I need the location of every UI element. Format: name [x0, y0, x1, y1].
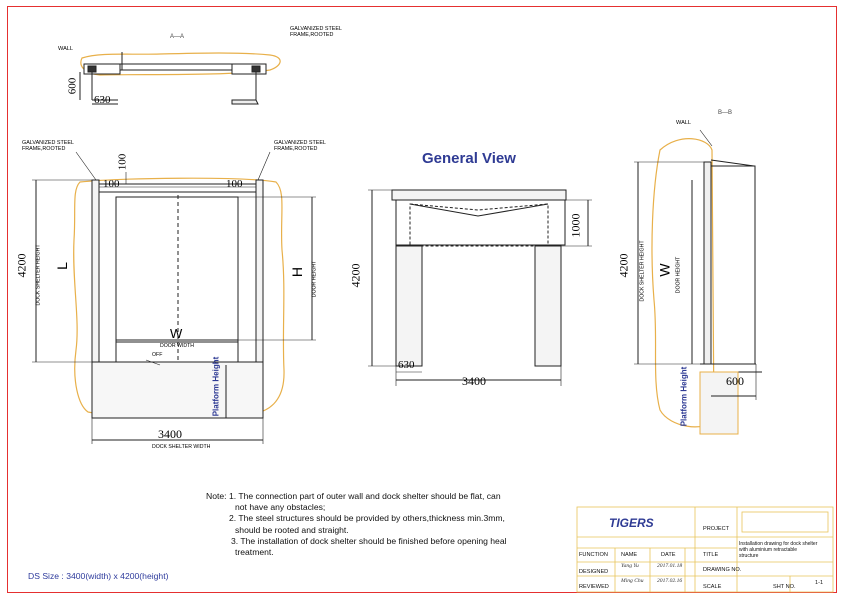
logo: TIGERS [609, 516, 654, 530]
wall-label-aa: WALL [58, 46, 74, 52]
section-bb-label: B—B [718, 110, 733, 116]
w-symbol-side: W [656, 263, 673, 277]
note-prefix: Note: [206, 491, 227, 501]
date-label: DATE [661, 552, 676, 558]
galv-label-fr-line1: GALVANIZED STEEL [274, 140, 326, 146]
dim-100-left: 100 [103, 178, 120, 190]
title-text-2: with aluminium retractable [739, 546, 798, 553]
drawing-no-label: DRAWING NO. [703, 567, 742, 573]
galv-label-front-right: GALVANIZED STEEL FRAME,ROOTED [274, 140, 326, 153]
galv-label-fr-line2: FRAME,ROOTED [274, 146, 318, 153]
ds-size: DS Size : 3400(width) x 4200(height) [28, 571, 169, 581]
title-text: Installation drawing for dock shelter wi… [739, 541, 818, 559]
door-height-label-side: DOOR HEIGHT [675, 256, 682, 294]
side-elevation [634, 129, 762, 435]
dim-600-aa: 600 [66, 77, 79, 95]
note-1b: not have any obstacles; [235, 502, 326, 513]
w-symbol-front: W [170, 326, 183, 341]
scale-label: SCALE [703, 584, 722, 590]
dim-100-vertical: 100 [116, 153, 129, 171]
note-1: 1. The connection part of outer wall and… [228, 491, 501, 501]
name-label: NAME [621, 552, 638, 558]
sht-no: 1-1 [815, 580, 824, 586]
dim-4200-front: 4200 [14, 253, 29, 278]
off-label: OFF [152, 352, 163, 358]
galv-label-fl-line1: GALVANIZED STEEL [22, 140, 74, 146]
title-block-grid [576, 506, 834, 593]
dim-600-side: 600 [726, 374, 744, 388]
note-3b: treatment. [235, 547, 274, 558]
galv-label-aa: GALVANIZED STEEL FRAME,ROOTED [290, 26, 342, 39]
dim-630-aa: 630 [94, 94, 111, 106]
galv-label-aa-line1: GALVANIZED STEEL [290, 26, 342, 32]
title-label: TITLE [703, 552, 719, 558]
l-symbol: L [53, 262, 70, 270]
wall-highlight-aa [80, 52, 281, 76]
project-label: PROJECT [703, 526, 730, 532]
dim-630-general: 630 [398, 359, 415, 371]
dim-100-right: 100 [226, 178, 243, 190]
title-text-1: Installation drawing for dock shelter [739, 541, 818, 547]
notes-block: Note: 1. The connection part of outer wa… [206, 491, 536, 558]
h-symbol: H [289, 266, 306, 278]
front-elevation [32, 151, 316, 444]
door-height-label-front: DOOR HEIGHT [311, 260, 318, 298]
dim-4200-side: 4200 [616, 253, 631, 278]
dim-3400-front: 3400 [158, 427, 182, 441]
title-block: TIGERS PROJECT FUNCTION NAME DATE TITLE … [577, 507, 833, 592]
dim-1000-general: 1000 [568, 213, 583, 238]
galv-label-fl-line2: FRAME,ROOTED [22, 146, 66, 153]
reviewed-date: 2017.02.16 [657, 578, 683, 584]
section-aa-label: A—A [170, 34, 185, 40]
dock-shelter-height-label-side: DOCK SHELTER HEIGHT [639, 240, 646, 302]
dim-3400-general: 3400 [462, 374, 486, 388]
platform-height-side: Platform Height [679, 366, 689, 427]
title-text-3: structure [739, 552, 759, 559]
wall-label-side: WALL [676, 120, 692, 126]
reviewed-label: REVIEWED [579, 584, 609, 590]
platform-height-front: Platform Height [211, 356, 221, 417]
section-aa-plan [79, 52, 281, 105]
dim-4200-general: 4200 [348, 263, 363, 288]
note-line-1: Note: 1. The connection part of outer wa… [206, 491, 536, 502]
designed-date: 2017.01.18 [657, 563, 683, 569]
note-2: 2. The steel structures should be provid… [229, 513, 505, 524]
dock-shelter-height-label-front: DOCK SHELTER HEIGHT [35, 244, 42, 306]
door-width-label: DOOR WIDTH [160, 343, 195, 349]
galv-label-front-left: GALVANIZED STEEL FRAME,ROOTED [22, 140, 74, 153]
designed-name: Yang Yu [621, 563, 639, 569]
note-2b: should be rooted and straight. [235, 524, 349, 535]
general-view-elevation [368, 189, 592, 386]
dock-shelter-width-label: DOCK SHELTER WIDTH [152, 444, 211, 450]
general-view-title: General View [422, 150, 516, 167]
page-frame [7, 6, 837, 593]
function-label: FUNCTION [579, 552, 608, 558]
designed-label: DESIGNED [579, 569, 609, 575]
reviewed-name: Ming Chu [621, 578, 644, 584]
note-3: 3. The installation of dock shelter shou… [231, 535, 507, 546]
galv-label-aa-line2: FRAME,ROOTED [290, 32, 334, 39]
sht-no-label: SHT NO. [773, 584, 796, 590]
wall-highlight-side [651, 138, 715, 428]
